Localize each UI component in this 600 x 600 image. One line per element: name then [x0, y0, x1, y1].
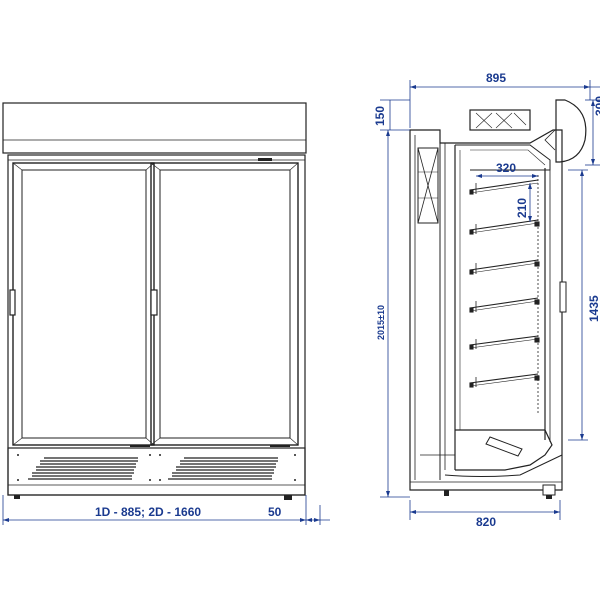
depth-top-label: 895: [486, 71, 506, 85]
base-depth-label: 820: [476, 515, 496, 529]
left-door-handle: [9, 289, 16, 316]
left-grille: [28, 457, 138, 480]
front-canopy: [2, 102, 307, 154]
left-door-glass: [21, 169, 147, 439]
canopy-height-label: 150: [373, 106, 387, 126]
left-door-frame: [12, 162, 155, 446]
sign-height-label: 300: [593, 96, 600, 116]
shelf-depth-label: 320: [496, 161, 516, 175]
right-grille: [168, 457, 278, 480]
compressor-box: [469, 109, 531, 131]
front-cabinet: [7, 154, 306, 496]
side-cabinet-outline: [409, 129, 563, 491]
shelves: [469, 179, 540, 388]
front-dimensions: [2, 495, 330, 525]
total-height-label: 2015±10: [376, 305, 386, 340]
leg-offset-label: 50: [268, 505, 282, 519]
front-width-label: 1D - 885; 2D - 1660: [95, 505, 201, 519]
shelf-pitch-label: 210: [515, 198, 529, 218]
front-view: [2, 102, 307, 500]
right-door-frame: [150, 162, 299, 446]
door-height-label: 1435: [587, 295, 600, 322]
front-base: [7, 447, 306, 496]
right-door-glass: [159, 169, 291, 439]
center-door-handle: [150, 289, 158, 316]
side-sign: [555, 99, 587, 163]
side-view: [409, 99, 587, 499]
side-dimensions: [380, 80, 600, 520]
